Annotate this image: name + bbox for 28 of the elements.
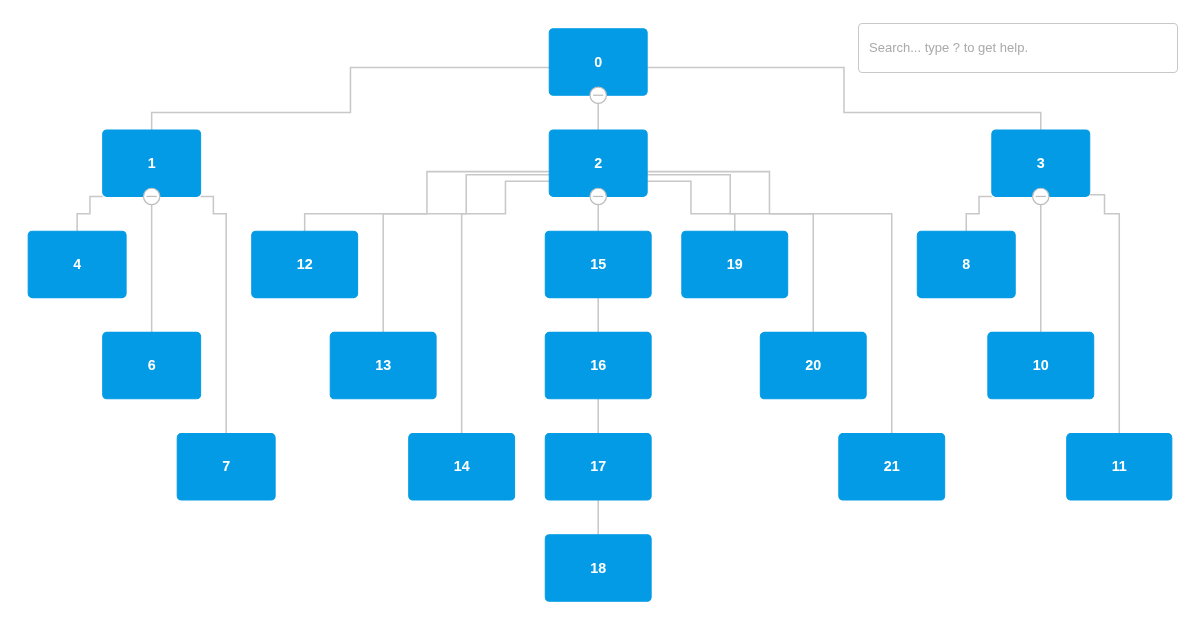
connector [597,398,599,435]
node-box: 14 [408,433,516,501]
node-box: 16 [544,331,652,400]
connector [303,170,550,232]
connector [597,499,599,536]
node-box: 21 [838,433,946,501]
node-box: 7 [176,433,276,501]
node-box: 15 [544,230,652,299]
node-box: 18 [544,534,652,602]
connector [1088,194,1121,435]
node-box: 19 [681,230,789,299]
node-box: 20 [759,331,867,400]
node-box: 17 [544,433,652,501]
connector [460,180,550,435]
node-box: 12 [251,230,359,299]
connector [382,173,550,334]
node-box: 8 [916,230,1016,299]
connector [597,296,599,334]
connector [150,66,550,131]
connector [76,195,104,232]
connector [965,195,993,232]
node-box: 6 [102,331,202,400]
node-box: 13 [329,331,437,400]
node-box: 10 [987,331,1095,400]
node-box: 4 [27,230,127,299]
connector [199,195,227,435]
node-box: 11 [1066,433,1173,501]
search-field: Search... type ? to get help. [858,23,1178,73]
